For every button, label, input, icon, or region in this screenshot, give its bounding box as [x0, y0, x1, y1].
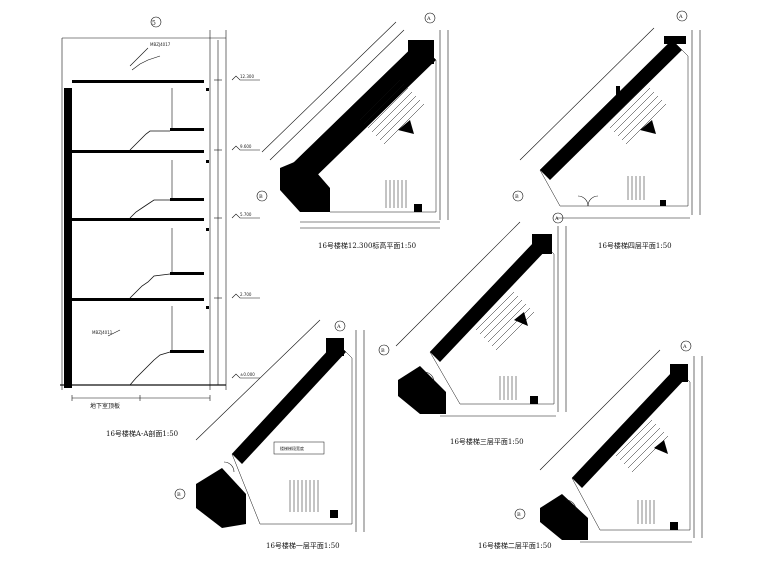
plan-roof-title: 16号楼梯12.300标高平面1:50 — [318, 241, 416, 250]
axis-tag-a: A — [426, 16, 431, 22]
elevation-label: 9.600 — [240, 144, 252, 149]
axis-tag-b: B — [517, 512, 521, 518]
section-title: 16号楼梯A-A剖面1:50 — [106, 429, 178, 438]
plan-fourth-drawing — [512, 10, 701, 219]
section-basement-label: 地下室顶板 — [90, 402, 120, 410]
stair-section-drawing — [60, 16, 260, 401]
elevation-label: 12.300 — [240, 74, 254, 79]
axis-tag-a: A — [678, 14, 683, 20]
elevation-label: 2.700 — [240, 292, 252, 297]
plan-second-drawing — [514, 340, 703, 543]
plan-roof-drawing — [256, 12, 449, 229]
axis-tag-a: A — [554, 216, 559, 222]
plan-first-note: 楼梯梯段宽度 — [280, 445, 304, 451]
section-axis-tag: 5 — [152, 20, 156, 27]
section-callout-top: MBZJ4017 — [150, 42, 171, 47]
axis-tag-b: B — [381, 348, 385, 354]
elevation-label: ±0.000 — [240, 372, 255, 377]
section-callout-bottom: MBZJ4011 — [92, 330, 113, 335]
section-wall-fill — [64, 88, 72, 388]
plan-fourth-title: 16号楼梯四层平面1:50 — [598, 241, 672, 250]
plan-first-drawing — [174, 319, 365, 532]
axis-tag-b: B — [515, 194, 519, 200]
axis-tag-a: A — [682, 344, 687, 350]
plan-first-title: 16号楼梯一层平面1:50 — [266, 541, 340, 550]
plan-third-title: 16号楼梯三层平面1:50 — [450, 437, 524, 446]
axis-tag-b: B — [259, 194, 263, 200]
plan-second-title: 16号楼梯二层平面1:50 — [478, 541, 552, 550]
axis-tag-b: B — [177, 492, 181, 498]
elevation-label: 5.700 — [240, 212, 252, 217]
axis-tag-a: A — [336, 324, 341, 330]
plan-third-drawing — [378, 212, 567, 417]
